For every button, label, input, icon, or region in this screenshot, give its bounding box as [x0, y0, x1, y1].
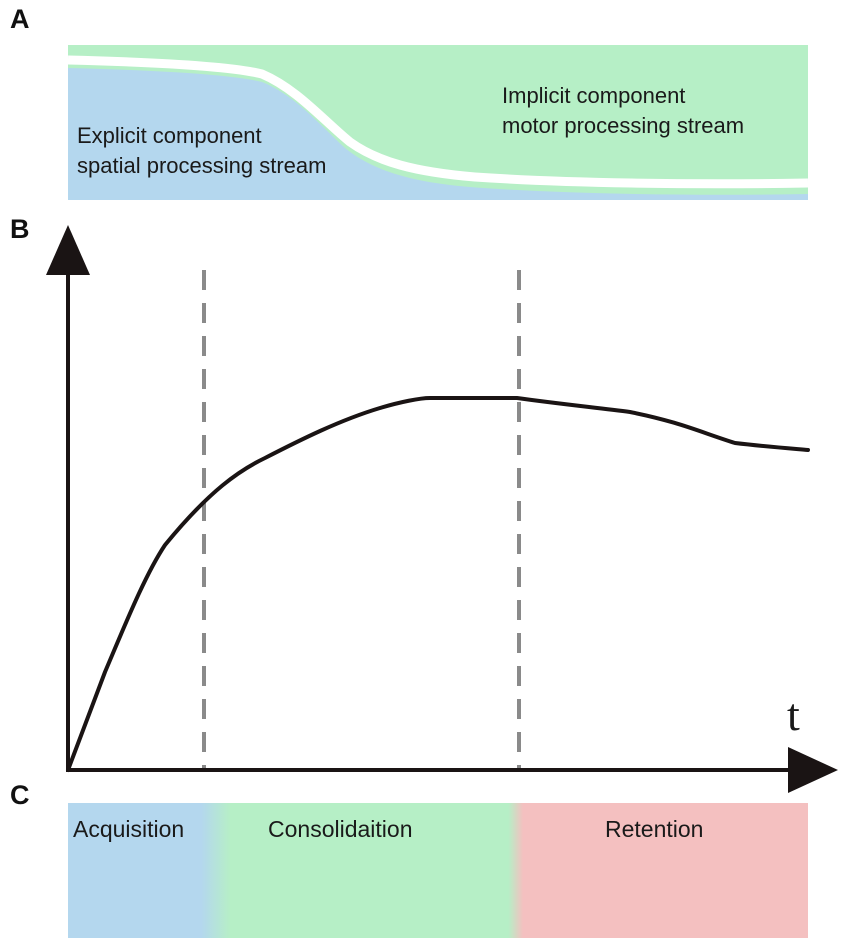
phase-label-consolidation: Consolidaition	[268, 816, 412, 842]
phase-label-retention: Retention	[605, 816, 703, 842]
stream-divider	[67, 55, 809, 189]
implicit-label-line2: motor processing stream	[502, 113, 744, 138]
panel-a-streams: Implicit component motor processing stre…	[67, 45, 809, 200]
panel-b-plot: t	[46, 225, 838, 793]
y-axis-arrowhead	[46, 225, 90, 275]
panel-label-b: B	[10, 214, 30, 244]
panel-c-phases: Acquisition Consolidaition Retention	[68, 803, 808, 938]
phase-label-acquisition: Acquisition	[73, 816, 184, 842]
learning-curve	[66, 396, 810, 772]
explicit-label-line1: Explicit component	[77, 123, 262, 148]
phase-bar	[68, 803, 808, 938]
panel-label-c: C	[10, 780, 30, 810]
x-axis-label: t	[787, 689, 800, 740]
implicit-label-line1: Implicit component	[502, 83, 685, 108]
panel-label-a: A	[10, 4, 30, 34]
explicit-band	[68, 68, 808, 200]
explicit-label-line2: spatial processing stream	[77, 153, 326, 178]
x-axis-arrowhead	[788, 747, 838, 793]
